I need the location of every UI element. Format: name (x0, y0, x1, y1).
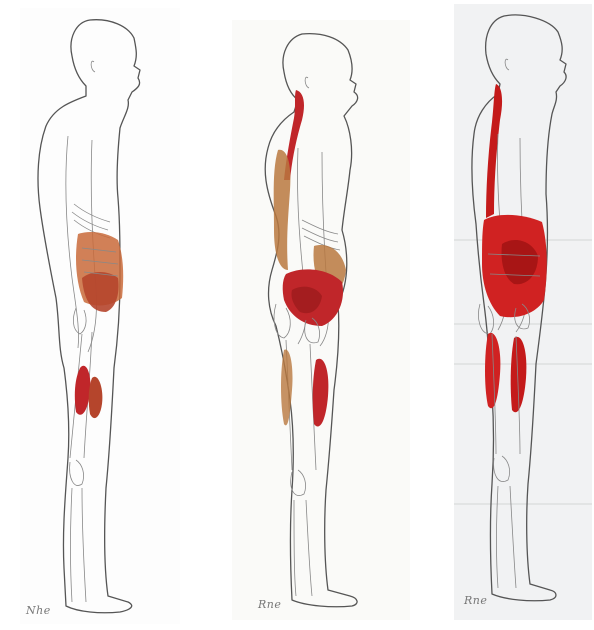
artist-signature: Nhe (26, 604, 51, 617)
figure-panel-2: Rne (232, 20, 410, 620)
figure-panel-1: Nhe (20, 8, 180, 624)
figure-2-illustration (232, 20, 410, 620)
artist-signature: Rne (258, 598, 281, 611)
figure-panel-3: Rne (454, 4, 592, 620)
figure-3-illustration (454, 4, 592, 620)
thigh-muscle (75, 366, 91, 415)
figure-1-illustration (20, 8, 180, 624)
body-outline (38, 20, 140, 613)
back-muscle (274, 150, 291, 270)
artist-signature: Rne (464, 594, 487, 607)
spine-muscle (486, 84, 502, 218)
